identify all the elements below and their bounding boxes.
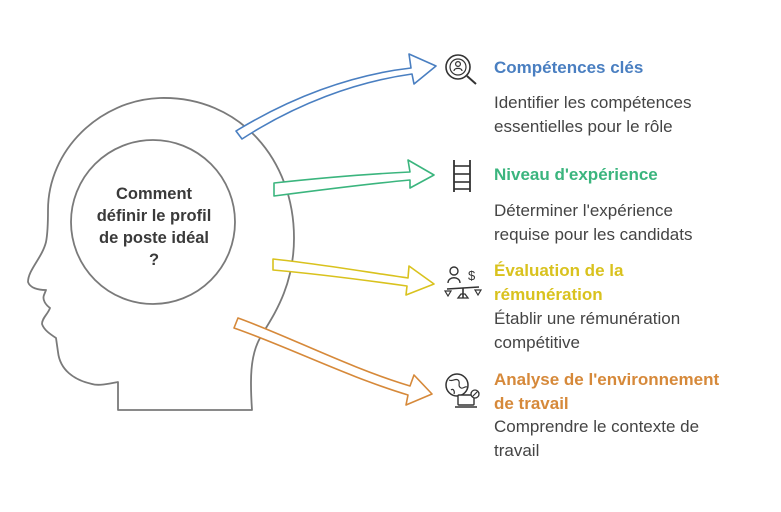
item-title-line: Analyse de l'environnement xyxy=(494,370,720,389)
item-desc-line: Établir une rémunération xyxy=(494,309,681,328)
central-question-line: définir le profil xyxy=(96,207,212,225)
item-desc-competences: Identifier les compétences essentielles … xyxy=(494,91,692,139)
item-title-experience: Niveau d'expérience xyxy=(494,163,658,187)
arrow-environnement xyxy=(233,317,433,406)
central-question-line: de poste idéal xyxy=(98,229,210,247)
ladder-icon xyxy=(453,160,471,192)
central-question-line: Comment xyxy=(115,185,193,203)
item-desc-line: Déterminer l'expérience xyxy=(494,201,673,220)
item-desc-line: Comprendre le contexte de xyxy=(494,417,700,436)
item-title-environnement: Analyse de l'environnement de travail xyxy=(494,368,719,416)
central-question-line: ? xyxy=(148,251,160,269)
item-desc-line: Identifier les compétences xyxy=(494,93,692,112)
globe-laptop-icon xyxy=(445,373,480,408)
central-question: Comment définir le profil de poste idéal… xyxy=(92,183,216,271)
item-title-line: de travail xyxy=(494,394,569,413)
arrow-competences xyxy=(235,53,437,140)
item-desc-line: travail xyxy=(494,441,540,460)
item-title-competences: Compétences clés xyxy=(494,56,643,80)
item-desc-line: essentielles pour le rôle xyxy=(494,117,673,136)
salary-scale-icon: $ xyxy=(443,266,483,299)
item-desc-line: compétitive xyxy=(494,333,580,352)
item-title-line: rémunération xyxy=(494,285,603,304)
item-title-line: Niveau d'expérience xyxy=(494,165,658,184)
item-title-line: Compétences clés xyxy=(494,58,644,77)
search-person-icon xyxy=(445,54,477,85)
item-desc-environnement: Comprendre le contexte de travail xyxy=(494,415,699,463)
item-desc-line: requise pour les candidats xyxy=(494,225,693,244)
arrow-remuneration xyxy=(272,258,435,296)
item-desc-experience: Déterminer l'expérience requise pour les… xyxy=(494,199,692,247)
item-title-remuneration: Évaluation de la rémunération xyxy=(494,259,623,307)
arrow-experience xyxy=(273,159,435,197)
item-title-line: Évaluation de la xyxy=(494,261,624,280)
question-circle xyxy=(70,139,236,305)
svg-text:$: $ xyxy=(468,268,476,283)
item-desc-remuneration: Établir une rémunération compétitive xyxy=(494,307,680,355)
